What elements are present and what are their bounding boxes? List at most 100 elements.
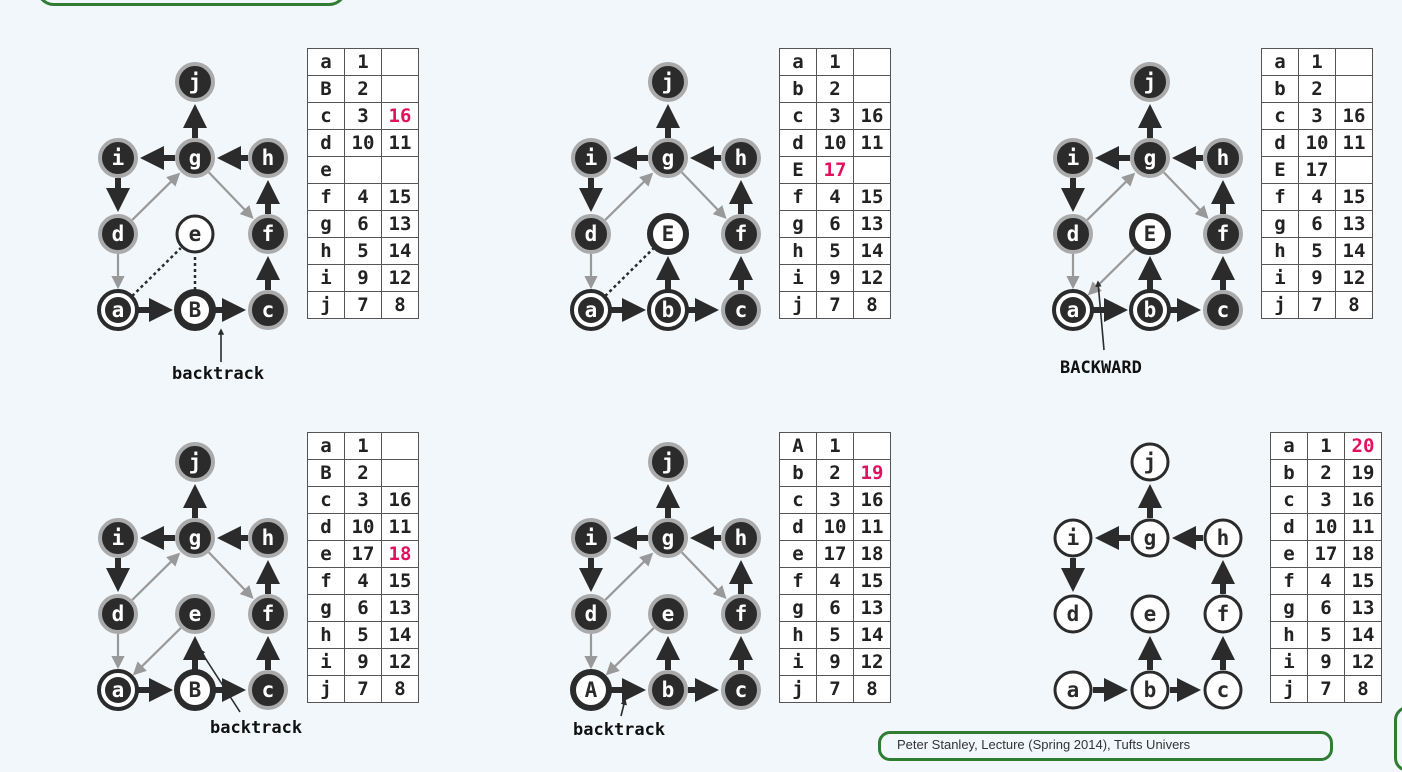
- finish-time-cell: 8: [1344, 675, 1382, 703]
- vertex-c: c: [248, 670, 288, 710]
- discovery-time-cell: 7: [1298, 291, 1336, 319]
- caption-pointer-arrow: [199, 648, 241, 713]
- vertex-label: c: [735, 678, 748, 702]
- vertex-cell: c: [1261, 102, 1299, 130]
- vertex-cell: f: [1270, 567, 1308, 595]
- vertex-label: f: [262, 602, 275, 626]
- vertex-b: b: [1130, 670, 1170, 710]
- vertex-b: b: [647, 289, 689, 331]
- vertex-e: E: [647, 213, 689, 255]
- discovery-time-cell: 4: [816, 567, 854, 595]
- discovery-time-cell: [344, 156, 382, 184]
- vertex-label: a: [1067, 298, 1080, 322]
- vertex-label: f: [735, 222, 748, 246]
- vertex-cell: j: [307, 675, 345, 703]
- discovery-time-cell: 1: [1298, 48, 1336, 76]
- vertex-label: B: [189, 678, 202, 702]
- vertex-cell: d: [779, 129, 817, 157]
- vertex-j: j: [175, 442, 215, 482]
- vertex-cell: c: [779, 486, 817, 514]
- vertex-label: b: [662, 298, 675, 322]
- vertex-label: c: [262, 298, 275, 322]
- discovery-time-cell: 2: [1298, 75, 1336, 103]
- discovery-time-cell: 4: [816, 183, 854, 211]
- vertex-i: i: [1053, 518, 1093, 558]
- finish-time-cell: 12: [381, 264, 419, 292]
- vertex-cell: i: [1270, 648, 1308, 676]
- vertex-label: h: [1217, 146, 1230, 170]
- vertex-cell: g: [779, 210, 817, 238]
- nontree-edge-g-f: [681, 551, 727, 599]
- vertex-label: j: [189, 450, 202, 474]
- discovery-time-cell: 4: [344, 183, 382, 211]
- vertex-a: a: [1053, 670, 1093, 710]
- vertex-cell: c: [779, 102, 817, 130]
- vertex-label: a: [112, 298, 125, 322]
- vertex-cell: e: [779, 540, 817, 568]
- vertex-h: h: [721, 518, 761, 558]
- vertex-cell: a: [307, 432, 345, 460]
- vertex-label: i: [1067, 526, 1080, 550]
- nontree-edge-g-f: [681, 171, 727, 219]
- finish-time-cell: 19: [853, 459, 891, 487]
- discovery-time-cell: 9: [344, 264, 382, 292]
- vertex-d: d: [1053, 214, 1093, 254]
- finish-time-cell: 16: [1335, 102, 1373, 130]
- discovery-time-cell: 7: [816, 291, 854, 319]
- vertex-cell: g: [307, 594, 345, 622]
- discovery-time-cell: 2: [1307, 459, 1345, 487]
- finish-time-cell: 14: [381, 237, 419, 265]
- vertex-a: a: [97, 289, 139, 331]
- finish-time-cell: [853, 432, 891, 460]
- finish-time-cell: 12: [853, 264, 891, 292]
- finish-time-cell: [853, 75, 891, 103]
- vertex-label: c: [262, 678, 275, 702]
- finish-time-cell: 13: [1344, 594, 1382, 622]
- vertex-label: a: [585, 298, 598, 322]
- vertex-label: e: [189, 222, 202, 246]
- vertex-f: f: [721, 214, 761, 254]
- vertex-cell: g: [779, 594, 817, 622]
- bottom-right-tab: [1394, 706, 1402, 772]
- discovery-time-cell: 6: [344, 210, 382, 238]
- vertex-cell: e: [1270, 540, 1308, 568]
- finish-time-cell: 8: [853, 675, 891, 703]
- finish-time-cell: 16: [381, 486, 419, 514]
- finish-time-cell: 8: [381, 675, 419, 703]
- finish-time-cell: 16: [1344, 486, 1382, 514]
- vertex-label: h: [262, 146, 275, 170]
- vertex-cell: f: [307, 183, 345, 211]
- vertex-label: f: [1217, 222, 1230, 246]
- finish-time-cell: 12: [1335, 264, 1373, 292]
- finish-time-cell: 13: [381, 594, 419, 622]
- finish-time-cell: [853, 48, 891, 76]
- vertex-h: h: [1203, 138, 1243, 178]
- vertex-cell: a: [1261, 48, 1299, 76]
- discovery-time-cell: 3: [344, 102, 382, 130]
- finish-time-cell: [381, 48, 419, 76]
- vertex-label: e: [1144, 602, 1157, 626]
- vertex-c: c: [1203, 670, 1243, 710]
- vertex-i: i: [98, 138, 138, 178]
- discovery-time-cell: 10: [344, 513, 382, 541]
- vertex-label: i: [1067, 146, 1080, 170]
- vertex-f: f: [1203, 214, 1243, 254]
- vertex-g: g: [175, 138, 215, 178]
